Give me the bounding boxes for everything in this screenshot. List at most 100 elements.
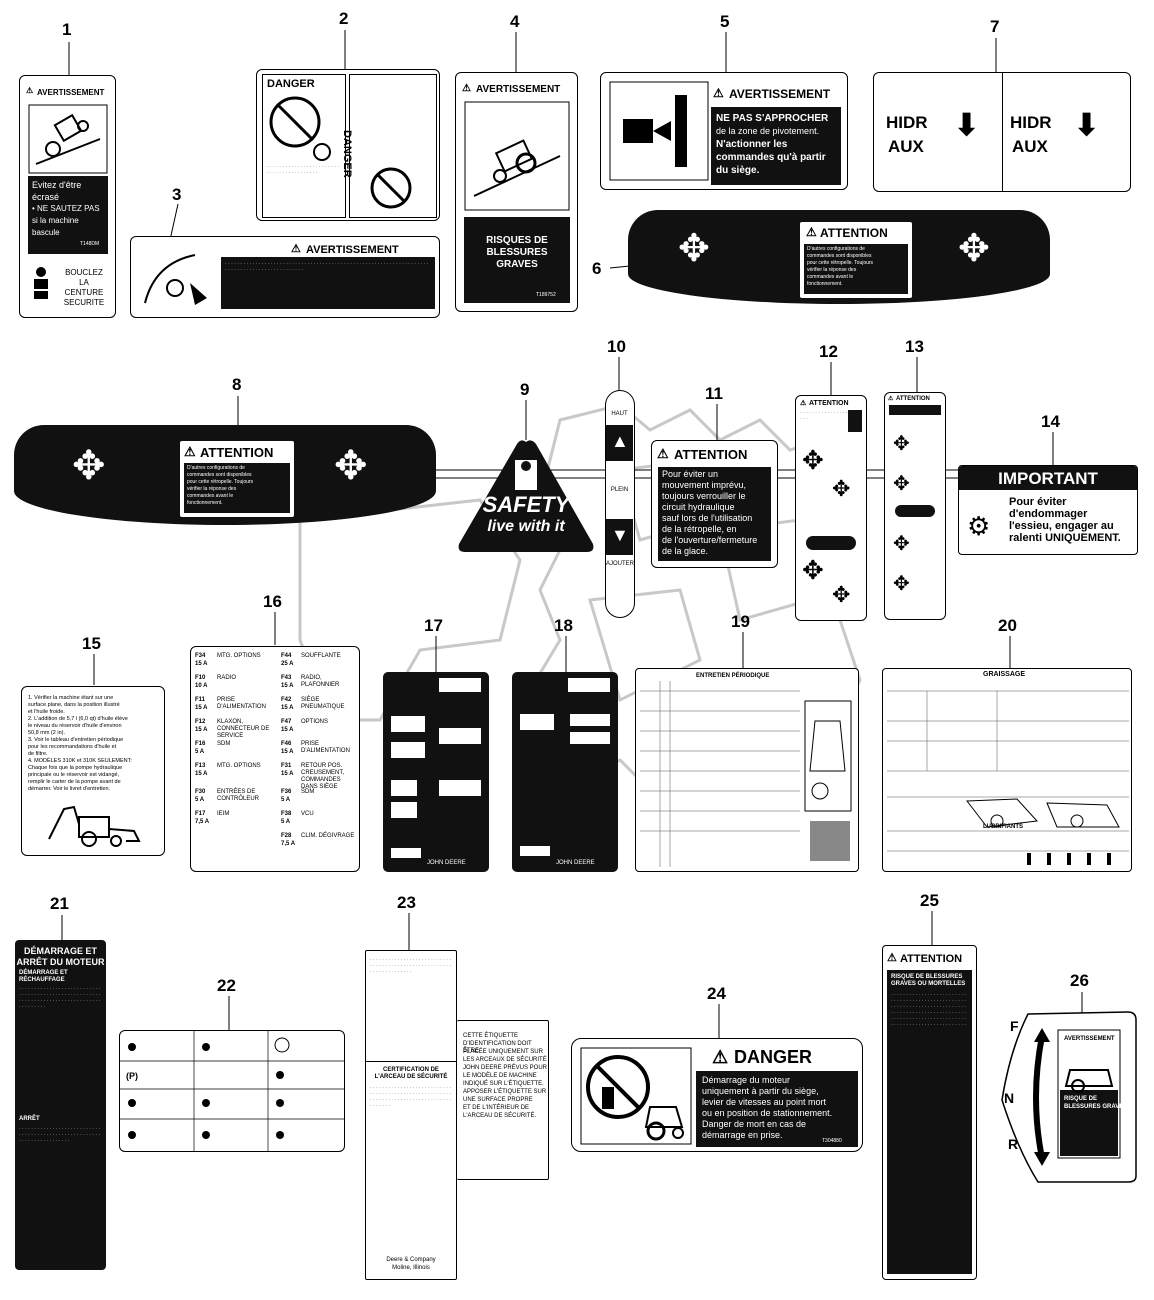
decal-15-l13: remplir le carter de la pompe avant de <box>28 779 121 785</box>
decal-15-l10: 4. MODÈLES 310K et 310K SEULEMENT: <box>28 758 132 764</box>
decal-14-header: IMPORTANT <box>998 469 1098 488</box>
decal-18-relay-chart: JOHN DEERE <box>512 672 618 872</box>
decal-25: ⚠ ATTENTION RISQUE DE BLESSURES GRAVES O… <box>882 945 977 1280</box>
lubrication-grid <box>887 690 1129 865</box>
callout-11: 11 <box>705 384 723 403</box>
decal-1-belt2: LA <box>79 278 89 287</box>
decal-24-l3: levier de vitesses au point mort <box>702 1097 827 1107</box>
fuse-cell-e: SIÈGE PNEUMATIQUE <box>301 697 345 710</box>
control-pattern-icon: ✥ <box>334 444 368 488</box>
control-pattern-icon: ✥ <box>802 445 824 475</box>
decal-11-l7: de l'ouverture/fermeture <box>662 535 758 545</box>
callout-9: 9 <box>520 380 530 399</box>
decal-4-header: AVERTISSEMENT <box>476 84 561 95</box>
fuse-cell-c: 5 A <box>195 797 205 803</box>
fuse-cell-f: 25 A <box>281 661 294 667</box>
callout-16: 16 <box>263 592 282 611</box>
fuse-cell-f: 15 A <box>281 683 294 689</box>
decal-22-parking: (P) <box>126 1071 138 1081</box>
fuse-cell-e: CLIM. DÉGIVRAGE <box>301 833 355 839</box>
callout-20: 20 <box>998 616 1017 635</box>
decal-7-left1: HIDR <box>886 113 928 132</box>
decal-19-title: ENTRETIEN PÉRIODIQUE <box>696 673 770 679</box>
decal-13: ⚠ ATTENTION ✥ ✥ ✥ ✥ <box>884 392 946 620</box>
decal-18-brand: JOHN DEERE <box>556 860 595 866</box>
callout-7: 6 <box>592 259 602 278</box>
decal-8-header: ATTENTION <box>200 445 274 460</box>
decal-23-left: · · · · · · · · · · · · · · · · · · · · … <box>365 950 457 1280</box>
decal-21-title1: DÉMARRAGE ET <box>23 946 97 956</box>
callout-23: 23 <box>397 893 416 912</box>
decal-21-fine-print: · · · · · · · · · · · · · · · · · · · · … <box>19 1126 101 1144</box>
fuse-cell-e: SDM <box>301 789 315 795</box>
decal-25-fine-print: · · · · · · · · · · · · · · · · · · · · … <box>891 992 966 1028</box>
fuse-cell-b: MTG. OPTIONS <box>217 653 261 659</box>
fuse-cell-c: 15 A <box>195 771 208 777</box>
decal-6-header: ATTENTION <box>820 226 888 240</box>
fuse-cell-f: 5 A <box>281 819 291 825</box>
decal-12-fine-print: · · · · · · · · · · · · · · · · · · · <box>800 410 848 422</box>
fuse-cell-a: F34 <box>195 653 206 659</box>
callout-2: 2 <box>339 9 349 28</box>
decal-6-l6: fonctionnement. <box>807 281 843 287</box>
decal-20-title: GRAISSAGE <box>983 671 1026 678</box>
decal-5-line3: N'actionner les <box>716 139 788 150</box>
decal-8-l6: fonctionnement. <box>187 500 223 506</box>
control-pattern-icon: ✥ <box>832 582 851 607</box>
decal-14-l2: d'endommager <box>1009 508 1088 520</box>
decal-2: DANGER · · · · · · · · · · · · · · · · ·… <box>256 69 440 221</box>
fuse-cell-d: F46 <box>281 741 292 747</box>
decal-6-l2: commandes sont disponibles <box>807 253 872 259</box>
backhoe-loader-icon <box>48 805 141 847</box>
decal-11: ⚠ ATTENTION Pour éviter un mouvement imp… <box>651 440 778 568</box>
decal-1-line3: • NE SAUTEZ PAS <box>32 204 100 213</box>
control-pattern-icon: ✥ <box>893 473 910 495</box>
pinch-point-icon <box>609 81 709 181</box>
decal-15-l14: démarrer. Voir le livret d'entretien. <box>28 786 111 792</box>
decal-26-neutral: N <box>1004 1090 1015 1106</box>
fuse-cell-f: 15 A <box>281 727 294 733</box>
arrow-down-icon: ▼ <box>611 525 629 545</box>
fuse-cell-a: F17 <box>195 811 206 817</box>
decal-4-line1: RISQUES DE <box>486 235 548 246</box>
callout-24: 24 <box>707 984 726 1003</box>
decal-8-l1: D'autres configurations de <box>187 465 245 471</box>
callout-19: 19 <box>731 612 750 631</box>
control-pattern-icon: ✥ <box>893 573 910 595</box>
decal-24-l1: Démarrage du moteur <box>702 1075 791 1085</box>
decal-6-l5: commandes avant le <box>807 274 854 280</box>
fuse-cell-d: F31 <box>281 763 292 769</box>
decal-10-top: HAUT <box>611 411 628 417</box>
fuse-cell-d: F47 <box>281 719 292 725</box>
fuse-cell-d: F44 <box>281 653 292 659</box>
decal-14-l1: Pour éviter <box>1009 496 1067 508</box>
fuse-cell-e: SOUFFLANTE <box>301 653 341 659</box>
callout-1: 1 <box>62 20 72 39</box>
decal-23-r1: CETTE ÉTIQUETTE <box>463 1033 519 1039</box>
decal-5-line2: de la zone de pivotement. <box>716 126 820 136</box>
decal-25-t2: GRAVES OU MORTELLES <box>891 981 966 987</box>
decal-15-l1: 1. Vérifier la machine étant sur une <box>28 695 114 701</box>
decal-19-maintenance-chart: ENTRETIEN PÉRIODIQUE <box>635 668 859 872</box>
decal-17-brand: JOHN DEERE <box>427 860 466 866</box>
fuse-cell-e: OPTIONS <box>301 719 329 725</box>
decal-15-l6: 50,8 mm (2 in). <box>28 730 65 736</box>
callout-22: 22 <box>217 976 236 995</box>
control-pattern-icon: ✥ <box>893 533 910 555</box>
decal-1-line4: si la machine <box>32 216 79 225</box>
callout-6: 7 <box>990 17 1000 36</box>
warning-triangle-icon: ⚠ <box>26 86 34 95</box>
decal-15-l5: le niveau du réservoir d'huile d'environ <box>28 723 122 729</box>
decal-26-forward: F <box>1010 1018 1019 1034</box>
fuse-cell-d: F28 <box>281 833 292 839</box>
decal-1-belt4: SECURITE <box>63 298 105 307</box>
decal-8-l4: vérifier la réponse des <box>187 486 237 492</box>
callout-18: 18 <box>554 616 573 635</box>
decal-23-fine-print: · · · · · · · · · · · · · · · · · · · · … <box>370 1085 452 1109</box>
decal-24-l6: démarrage en prise. <box>702 1130 783 1140</box>
decal-23-r3: PLACÉE UNIQUEMENT SUR <box>463 1049 543 1055</box>
